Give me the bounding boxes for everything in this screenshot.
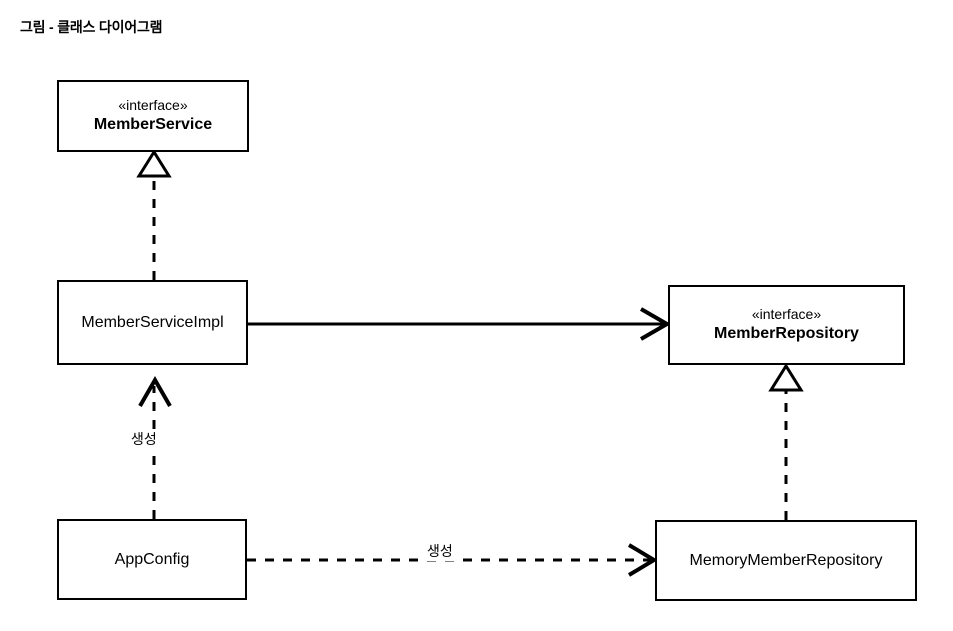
open-arrowhead-icon bbox=[627, 543, 658, 577]
class-box-member-repository[interactable]: «interface» MemberRepository bbox=[668, 285, 905, 365]
edge-label-create-vertical: 생성 bbox=[128, 429, 160, 449]
class-box-member-service-impl[interactable]: MemberServiceImpl bbox=[57, 280, 248, 365]
class-name-label: MemberServiceImpl bbox=[81, 313, 224, 331]
edge-appconfig-creates-impl bbox=[138, 375, 172, 519]
class-name-label: MemberRepository bbox=[714, 324, 859, 342]
edge-label-create-horizontal: 생성 bbox=[424, 541, 456, 561]
edge-impl-realizes-service bbox=[136, 149, 172, 280]
stereotype-label: «interface» bbox=[118, 97, 188, 114]
class-box-memory-member-repository[interactable]: MemoryMemberRepository bbox=[655, 520, 917, 601]
class-name-label: MemoryMemberRepository bbox=[689, 551, 883, 569]
hollow-triangle-arrowhead-icon bbox=[768, 363, 804, 392]
page-title: 그림 - 클래스 다이어그램 bbox=[20, 19, 163, 35]
edge-memory-realizes-repository bbox=[768, 363, 804, 520]
hollow-triangle-arrowhead-icon bbox=[136, 149, 172, 178]
open-arrowhead-icon bbox=[640, 307, 672, 341]
class-name-label: MemberService bbox=[93, 115, 213, 133]
class-box-member-service[interactable]: «interface» MemberService bbox=[57, 80, 249, 152]
open-arrowhead-icon bbox=[138, 375, 172, 407]
class-box-app-config[interactable]: AppConfig bbox=[57, 519, 247, 600]
edge-impl-uses-repository bbox=[248, 307, 672, 341]
stereotype-label: «interface» bbox=[751, 306, 822, 323]
class-name-label: AppConfig bbox=[114, 550, 190, 568]
